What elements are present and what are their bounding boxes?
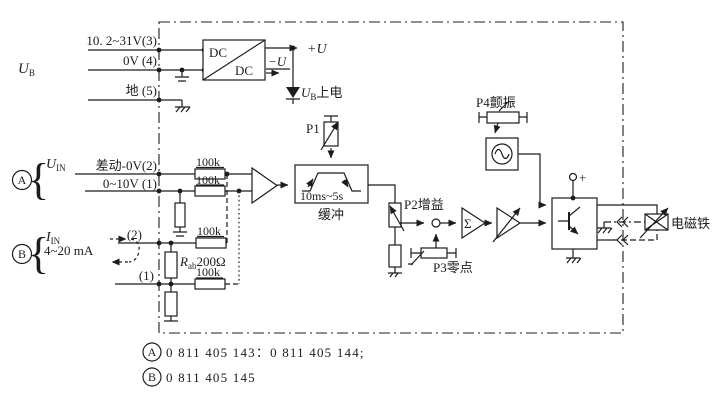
- supply-3-label: 10. 2~31V(3): [86, 33, 157, 48]
- plus-terminal-label: +: [579, 170, 586, 185]
- labels: UB 10. 2~31V(3) 0V (4) 地 (5) DC DC +U −U…: [18, 33, 710, 283]
- p3-label: P3零点: [433, 260, 473, 275]
- sigma-label: Σ: [464, 216, 472, 231]
- p3-potentiometer: [408, 233, 457, 266]
- iin-label: IIN: [45, 230, 61, 246]
- badge-b-label: B: [18, 247, 26, 261]
- ramp-buffer-block: [294, 115, 396, 204]
- r100k-a2-label: 100k: [196, 155, 220, 169]
- p1-potentiometer: [320, 115, 339, 159]
- solenoid-wire-bottom-dashed: [612, 230, 658, 241]
- rab-label: Rab200Ω: [179, 254, 226, 271]
- footer-codes-b: 0 811 405 145: [166, 370, 256, 385]
- p4-label: P4颤振: [476, 95, 516, 110]
- footer-badge-b: B: [148, 370, 156, 384]
- amp-adjust-arrow: [492, 207, 521, 243]
- input-a-junction-dots: [156, 171, 242, 194]
- resistor-100k-b2: [195, 237, 227, 249]
- oscillator-block: [485, 137, 519, 171]
- minus-u-label: −U: [268, 54, 288, 69]
- plus-terminal-circle: [568, 172, 578, 182]
- plus-u-label: +U: [307, 42, 327, 57]
- input-a-line1-label: 0~10V (1): [103, 176, 157, 191]
- sine-wave-icon: [494, 148, 510, 160]
- input-b-line2-label: (2): [127, 227, 142, 242]
- brace-a: {: [28, 155, 49, 204]
- resistor-rab: [164, 243, 178, 284]
- solenoid-section: [597, 204, 669, 246]
- p2-label: P2增益: [404, 197, 444, 212]
- resistor-to-ground-a: [173, 191, 187, 237]
- ground-symbol-earth: [175, 100, 191, 113]
- solenoid-wire-top: [597, 204, 658, 214]
- buffer-output-wire: [368, 184, 396, 203]
- footer-badge-b-circle: [142, 367, 162, 387]
- input-b-section: [11, 235, 239, 322]
- gain-zero-section: [388, 202, 457, 278]
- input-b-junction-dots: [156, 240, 174, 287]
- r100k-b1-label: 100k: [196, 265, 220, 279]
- input-a-line2-label: 差动-0V(2): [96, 158, 157, 173]
- electromagnet-icon: [639, 207, 669, 239]
- sum-and-output-amp: [440, 206, 547, 243]
- dcdc-converter: [202, 39, 266, 81]
- badge-a-label: A: [18, 173, 27, 187]
- dcdc-diagonal: [202, 39, 266, 81]
- footer-badge-a: A: [148, 345, 157, 359]
- p4-potentiometer: [478, 101, 528, 134]
- footer-codes-a: 0 811 405 143：0 811 405 144;: [166, 345, 365, 360]
- resistor-100k-a1: [194, 185, 226, 197]
- buffer-caption: 缓冲: [318, 207, 344, 222]
- output-ground: [566, 249, 582, 264]
- summing-node: [431, 218, 441, 228]
- p1-label: P1: [306, 121, 320, 136]
- current-loop-arrows: [110, 235, 140, 266]
- divider-resistor: [388, 227, 402, 278]
- power-on-diode: [286, 48, 300, 104]
- output-stage-block: [551, 172, 598, 264]
- uin-label: UIN: [46, 157, 66, 173]
- brace-b: {: [28, 229, 49, 278]
- footer-badge-a-circle: [142, 342, 162, 362]
- dc-top-label: DC: [209, 45, 227, 60]
- connector-chevrons: [616, 216, 629, 246]
- footer-part-numbers: A 0 811 405 143：0 811 405 144; B 0 811 4…: [142, 342, 365, 387]
- supply-gnd-label: 地 (5): [126, 83, 157, 98]
- solenoid-shield-ground: [597, 222, 613, 234]
- p2-potentiometer: [388, 202, 405, 232]
- dither-oscillator-section: [478, 101, 547, 209]
- power-supply-section: [88, 39, 300, 113]
- sum-amp-triangle: [461, 206, 487, 240]
- badge-b-circle: [11, 243, 33, 265]
- r100k-a1-label: 100k: [196, 173, 220, 187]
- ub-label: UB: [18, 61, 35, 78]
- amp-triangle: [251, 166, 279, 205]
- ramp-symbol: [302, 172, 361, 192]
- transistor-icon: [558, 206, 581, 235]
- input-b-range-label: 4~20 mA: [44, 243, 94, 258]
- input-b-line1-label: (1): [139, 268, 154, 283]
- power-on-label: UB上电: [301, 85, 342, 102]
- supply-0v-label: 0V (4): [123, 53, 157, 68]
- input-a-section: [11, 166, 252, 284]
- badge-a-circle: [11, 169, 33, 191]
- resistor-to-ground-b: [164, 284, 178, 322]
- ramp-time-label: 10ms~5s: [300, 189, 343, 203]
- oscillator-output-wire: [518, 153, 547, 209]
- dc-bottom-label: DC: [235, 63, 253, 78]
- input-amplifier: [251, 166, 289, 205]
- resistor-100k-b1: [194, 278, 226, 290]
- solenoid-label: 电磁铁: [671, 216, 710, 231]
- r100k-b2-label: 100k: [197, 224, 221, 238]
- enclosure-frame: [158, 21, 624, 334]
